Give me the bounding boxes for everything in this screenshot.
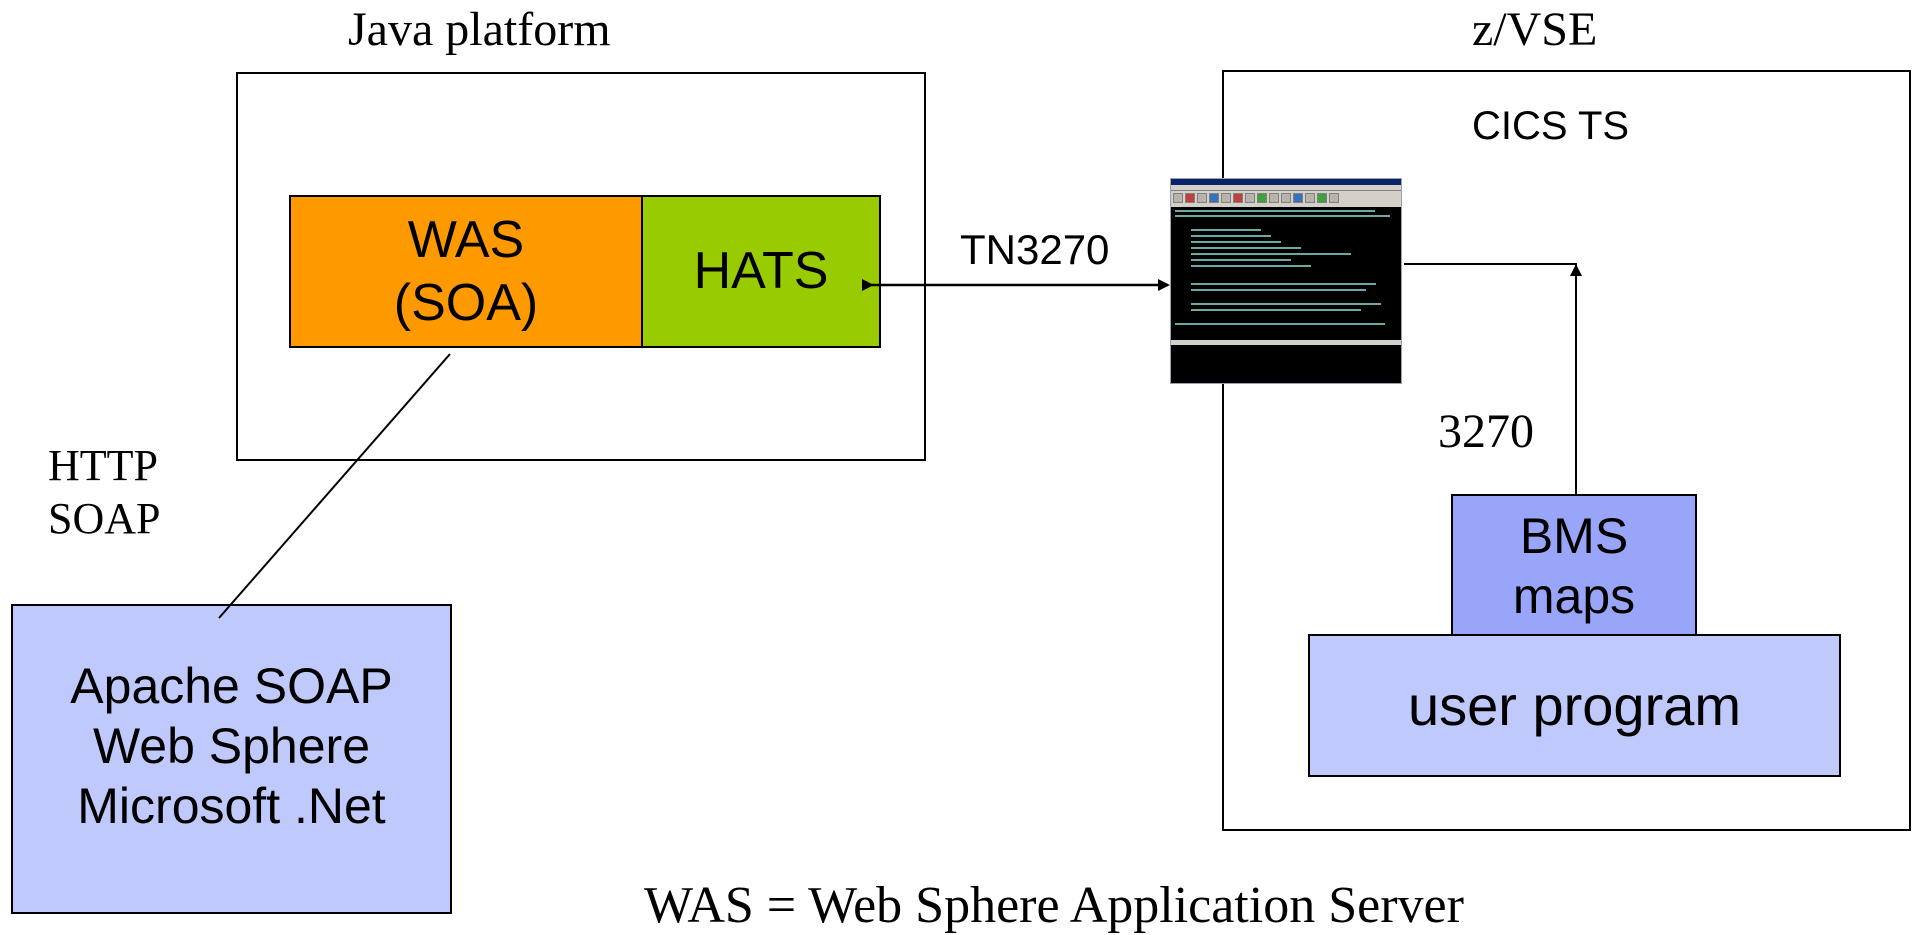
was-block: WAS (SOA) bbox=[289, 195, 643, 348]
label-3270: 3270 bbox=[1438, 405, 1534, 458]
terminal-screen bbox=[1171, 207, 1401, 340]
terminal-status-bar bbox=[1171, 340, 1401, 345]
connector-layer bbox=[218, 263, 1582, 619]
bms-to-terminal-connector bbox=[1404, 263, 1577, 494]
terminal-toolbar bbox=[1171, 191, 1401, 207]
terminal-menu-bar bbox=[1171, 185, 1401, 191]
zvse-frame bbox=[1222, 70, 1911, 831]
terminal-screenshot-icon bbox=[1170, 178, 1402, 384]
java-platform-title: Java platform bbox=[348, 3, 611, 56]
zvse-title: z/VSE bbox=[1472, 3, 1598, 56]
clients-block: Apache SOAP Web Sphere Microsoft .Net bbox=[11, 604, 452, 914]
http-soap-label: HTTP SOAP bbox=[48, 441, 161, 543]
user-program-block: user program bbox=[1308, 634, 1841, 777]
tn3270-label: TN3270 bbox=[960, 226, 1110, 273]
hats-block: HATS bbox=[641, 195, 881, 348]
java-platform-frame bbox=[236, 72, 926, 461]
soap-connector bbox=[218, 353, 451, 619]
cics-label: CICS TS bbox=[1472, 104, 1630, 148]
terminal-title-bar bbox=[1171, 179, 1401, 185]
